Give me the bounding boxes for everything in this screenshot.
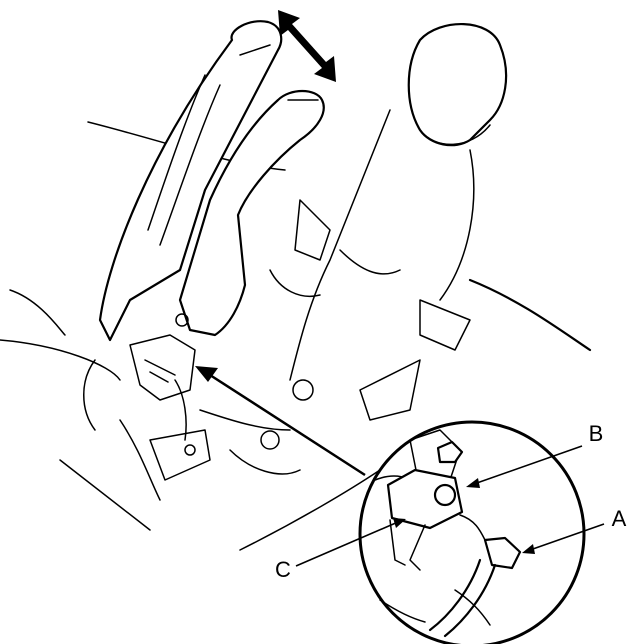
callout-label-a: A — [612, 506, 627, 531]
detail-magnifier — [358, 420, 586, 644]
brake-lever-raised — [98, 20, 283, 342]
shift-boot — [229, 109, 475, 475]
lever-motion-arrow — [278, 10, 336, 82]
shift-knob — [407, 23, 508, 147]
lever-base — [83, 313, 291, 501]
brake-lever-lowered — [178, 89, 325, 337]
detail-leader-arrow — [195, 366, 366, 477]
callout-label-b: B — [589, 421, 604, 446]
callout-label-c: C — [275, 557, 291, 582]
callout-leaders — [295, 445, 605, 567]
